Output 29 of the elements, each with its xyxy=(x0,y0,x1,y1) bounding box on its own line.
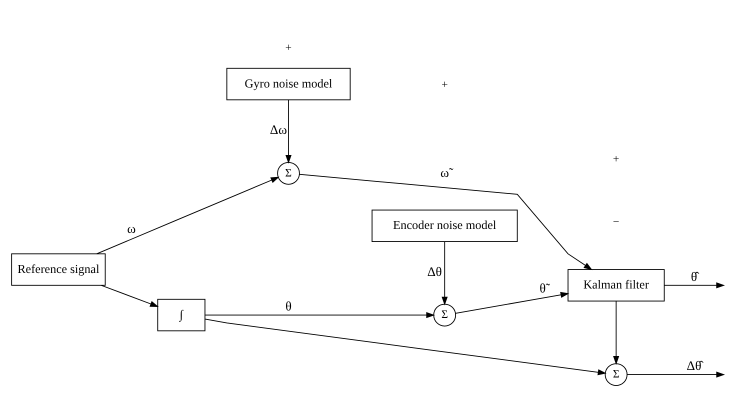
node-box: ∫ xyxy=(157,298,206,332)
arrow xyxy=(96,176,280,254)
edge-label: θ xyxy=(285,298,292,314)
node-circle: Σ xyxy=(277,162,300,185)
arrow xyxy=(100,284,159,307)
arrow xyxy=(626,372,726,378)
arrow xyxy=(613,300,620,365)
node-circle: Σ xyxy=(604,363,628,386)
arrow xyxy=(664,282,725,288)
edge-label: ω xyxy=(127,220,136,236)
edge-label: Δθ xyxy=(427,264,442,279)
arrow xyxy=(442,241,448,306)
edge-label: θ̂ xyxy=(690,268,698,284)
edge-label: Δω xyxy=(270,122,287,138)
node-box: Kalman filter xyxy=(568,269,665,302)
arrow xyxy=(299,174,592,270)
arrow xyxy=(285,100,292,164)
arrow xyxy=(204,318,607,376)
label: + xyxy=(612,153,620,166)
arrow xyxy=(204,312,435,318)
edge-label: Δθ̂ xyxy=(686,358,702,374)
label: + xyxy=(441,78,448,91)
node-box: Encoder noise model xyxy=(372,210,518,242)
node-box: Reference signal xyxy=(11,253,106,286)
node-circle: Σ xyxy=(433,304,456,326)
label: + xyxy=(285,42,292,54)
arrow xyxy=(455,292,570,314)
label: − xyxy=(612,216,620,228)
node-box: Gyro noise model xyxy=(226,68,351,100)
